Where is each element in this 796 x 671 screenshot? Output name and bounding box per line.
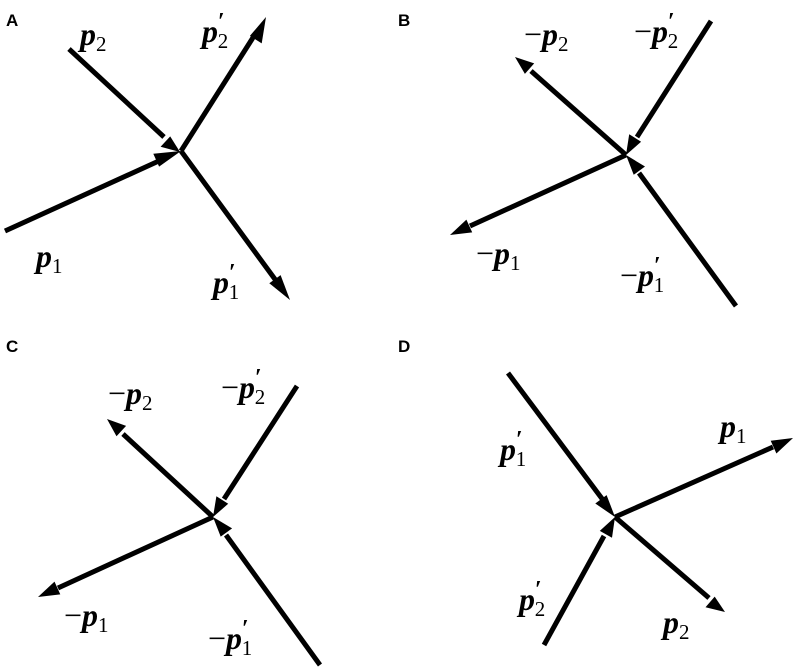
panel-d-label-p2prime: p′2 (516, 577, 545, 621)
panel-c-label-minus-p2: −p2 (108, 375, 153, 415)
panel-b: B −p2 −p′2 −p1 −p′1 (398, 9, 739, 308)
panel-c-arrow-minus-p1 (38, 514, 215, 597)
panel-d-arrow-p1 (613, 438, 793, 520)
panel-d-arrow-p2 (613, 515, 725, 612)
panel-c-label-minus-p1prime: −p′1 (208, 616, 252, 660)
panel-a: A p2 p′2 p1 p′1 (3, 9, 290, 304)
panel-a-label-p1prime: p′1 (210, 260, 239, 304)
panel-d-label-p1prime: p′1 (497, 427, 526, 471)
panel-d-label-p2: p2 (660, 604, 690, 644)
panel-b-label-minus-p2: −p2 (524, 16, 569, 56)
panel-d: D p′1 p1 p′2 p2 (398, 337, 793, 647)
panel-b-label-minus-p2prime: −p′2 (634, 9, 678, 53)
panel-a-arrow-p1prime (178, 149, 290, 300)
panel-c-arrow-minus-p2 (107, 419, 215, 519)
panel-b-arrow-minus-p2prime (626, 19, 714, 155)
panel-c-arrow-minus-p1prime (213, 517, 323, 667)
panel-a-label-p2: p2 (77, 16, 107, 56)
panel-a-label-p2prime: p′2 (199, 9, 228, 53)
panel-b-arrow-minus-p2 (515, 57, 628, 157)
panel-c-arrow-minus-p2prime (213, 384, 300, 517)
panel-a-arrow-p2 (67, 47, 180, 152)
panel-b-letter: B (398, 11, 410, 30)
panel-b-arrow-minus-p1prime (626, 155, 739, 308)
panel-c: C −p2 −p′2 −p1 −p′1 (6, 337, 323, 667)
panel-d-label-p1: p1 (717, 408, 747, 448)
panel-b-arrow-minus-p1 (450, 152, 628, 235)
panel-a-label-p1: p1 (33, 238, 63, 278)
panel-c-label-minus-p1: −p1 (64, 597, 109, 637)
panel-d-letter: D (398, 337, 410, 356)
panel-c-label-minus-p2prime: −p′2 (221, 365, 265, 409)
panel-b-label-minus-p1prime: −p′1 (620, 253, 664, 297)
panel-a-arrow-p1 (3, 151, 181, 234)
panel-c-letter: C (6, 337, 18, 356)
panel-d-arrow-p1prime (505, 371, 615, 517)
panel-b-label-minus-p1: −p1 (476, 235, 521, 275)
panel-d-arrow-p2prime (541, 517, 615, 647)
panel-a-letter: A (6, 11, 18, 30)
panel-a-arrow-p2prime (178, 17, 266, 153)
